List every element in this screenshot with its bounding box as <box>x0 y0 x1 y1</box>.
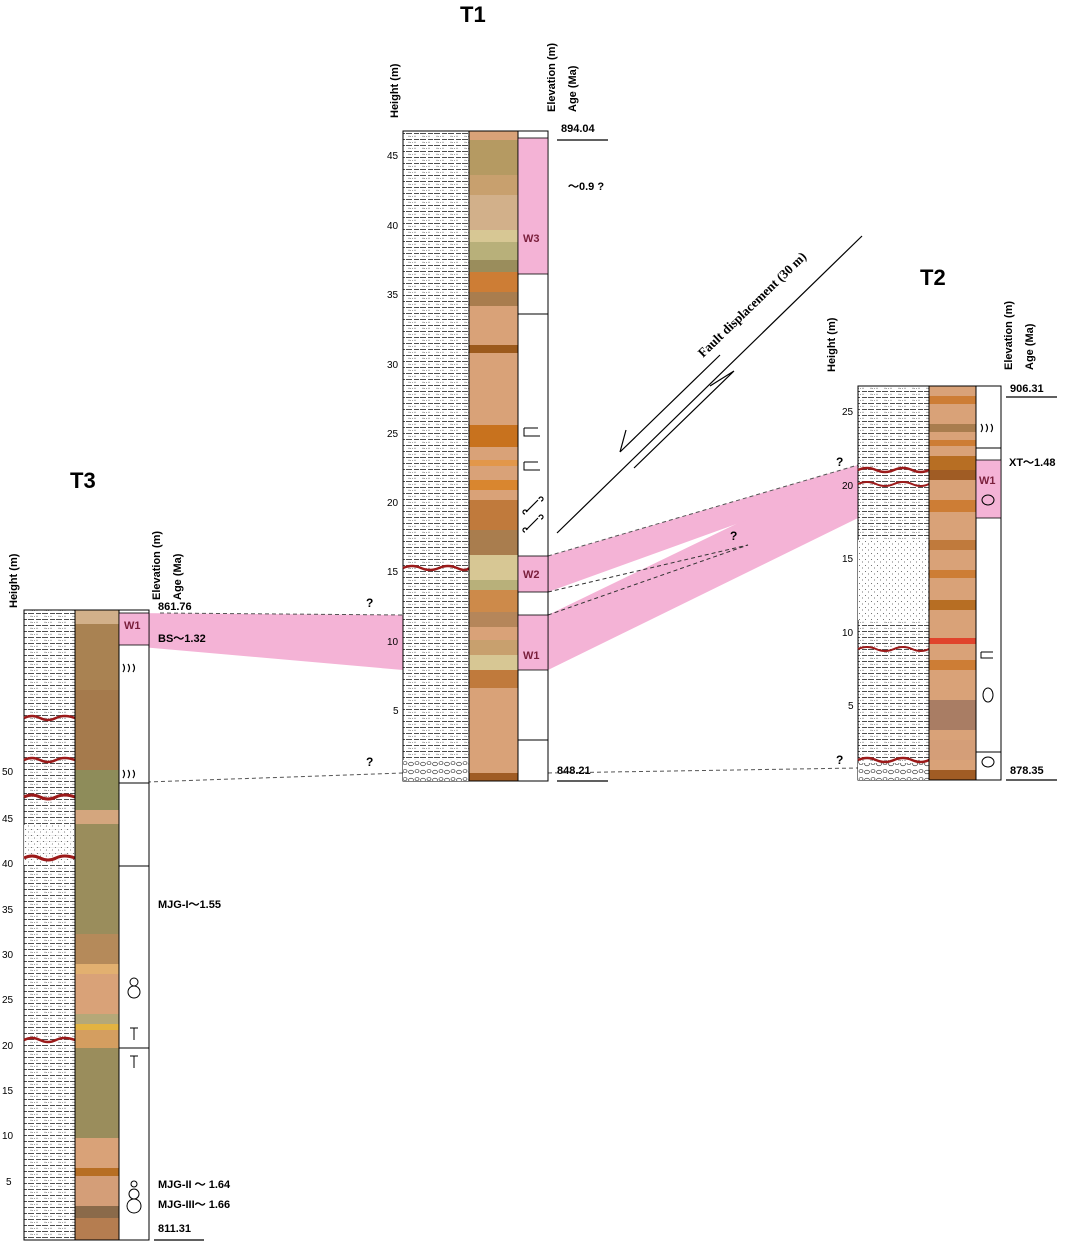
gastropod-icon-t3-b <box>126 1180 142 1214</box>
section-title-t3: T3 <box>70 468 96 493</box>
age-note-t1: ～0.9 ? <box>568 181 604 193</box>
gastropod-icon-t2-b <box>982 687 994 703</box>
section-t3: T3 Height (m) Elevation (m) Age (Ma) <box>2 468 231 1241</box>
age-note-mjg-iii: MJG-III～ 1.66 <box>158 1199 230 1211</box>
bone-icon-t3-b <box>130 1055 138 1068</box>
age-axis-label-t3: Age (Ma) <box>172 553 184 600</box>
section-t2: T2 Height (m) Elevation (m) Age (Ma) <box>826 265 1057 781</box>
color-column-t3 <box>74 609 120 1241</box>
svg-text:5: 5 <box>848 701 854 712</box>
svg-text:5: 5 <box>6 1177 12 1188</box>
lithology-column-t3 <box>23 609 76 1241</box>
age-axis-label-t2: Age (Ma) <box>1024 323 1036 370</box>
bone-icon-t1-d <box>522 514 544 533</box>
elevation-axis-label-t3: Elevation (m) <box>151 531 163 600</box>
band-w2-t1-t2 <box>548 465 858 592</box>
bone-icon-t2 <box>980 651 993 659</box>
bottom-elevation-t2: 878.35 <box>1010 765 1044 777</box>
section-title-t1: T1 <box>460 2 486 27</box>
svg-text:45: 45 <box>2 814 14 825</box>
svg-text:5: 5 <box>393 706 399 717</box>
question-mark-t1-top: ? <box>366 596 373 610</box>
bioturbation-icon-t2 <box>980 423 994 433</box>
question-mark-t2-bottom: ? <box>836 753 843 767</box>
height-ticks-t2: 5 10 15 20 25 <box>842 407 854 712</box>
bone-icon-t1-a <box>523 427 540 437</box>
svg-text:40: 40 <box>2 859 14 870</box>
bone-icon-t1-b <box>523 461 540 471</box>
lithology-column-t1 <box>402 130 470 782</box>
age-note-mjg-ii: MJG-II ～ 1.64 <box>158 1179 231 1191</box>
top-elevation-t3: 861.76 <box>158 601 192 613</box>
height-ticks-t3: 5 10 15 20 25 30 35 40 45 50 <box>2 767 14 1188</box>
age-axis-label-t1: Age (Ma) <box>567 65 579 112</box>
bone-icon-t3-a <box>130 1027 138 1040</box>
zone-label-w3-t1: W3 <box>523 233 540 245</box>
svg-text:10: 10 <box>387 637 399 648</box>
svg-text:25: 25 <box>2 995 14 1006</box>
height-ticks-t1: 5 10 15 20 25 30 35 40 45 <box>387 151 399 717</box>
top-elevation-t2: 906.31 <box>1010 383 1044 395</box>
question-mark-fault: ? <box>730 529 737 543</box>
band-w1-t3-t1 <box>119 613 403 670</box>
svg-text:40: 40 <box>387 221 399 232</box>
svg-text:35: 35 <box>2 905 14 916</box>
svg-text:10: 10 <box>2 1131 14 1142</box>
svg-text:25: 25 <box>387 429 399 440</box>
correlation-bands <box>118 464 859 784</box>
gastropod-icon-t2-c <box>981 756 995 768</box>
age-note-t2: XT～1.48 <box>1009 457 1055 469</box>
section-title-t2: T2 <box>920 265 946 290</box>
zone-label-w1-t3: W1 <box>124 620 141 632</box>
age-note-mjg-i: MJG-I～1.55 <box>158 899 221 911</box>
svg-text:30: 30 <box>2 950 14 961</box>
bottom-elevation-t3: 811.31 <box>158 1223 191 1235</box>
svg-text:50: 50 <box>2 767 14 778</box>
svg-text:35: 35 <box>387 290 399 301</box>
svg-text:15: 15 <box>842 554 854 565</box>
bioturbation-icon-t3-a <box>122 663 136 673</box>
color-column-t2 <box>928 385 977 781</box>
question-mark-t1-bottom: ? <box>366 755 373 769</box>
top-elevation-t1: 894.04 <box>561 123 596 135</box>
svg-text:20: 20 <box>387 498 399 509</box>
zone-column-t2 <box>975 385 1002 781</box>
elevation-axis-label-t1: Elevation (m) <box>546 43 558 112</box>
zone-w1-box-t3 <box>118 612 150 646</box>
svg-text:20: 20 <box>842 481 854 492</box>
zone-label-w1-t1: W1 <box>523 650 540 662</box>
section-t1: T1 Height (m) Elevation (m) Age (Ma) <box>366 2 608 782</box>
zone-w1-box-t1 <box>517 614 549 671</box>
bottom-elevation-t1: 848.21 <box>557 765 591 777</box>
svg-text:30: 30 <box>387 360 399 371</box>
zone-w2-box-t1 <box>517 555 549 593</box>
bioturbation-icon-t3-b <box>122 769 136 779</box>
bone-icon-t1-c <box>522 496 544 515</box>
zone-w3-box-t1 <box>517 137 549 275</box>
zone-label-w1-t2: W1 <box>979 475 996 487</box>
height-axis-label-t3: Height (m) <box>8 553 20 608</box>
zone-w1-box-t2 <box>975 459 1002 519</box>
svg-text:15: 15 <box>2 1086 14 1097</box>
svg-text:45: 45 <box>387 151 399 162</box>
svg-text:10: 10 <box>842 628 854 639</box>
elevation-axis-label-t2: Elevation (m) <box>1003 301 1015 370</box>
band-w1-t1-t2 <box>548 465 858 670</box>
height-axis-label-t1: Height (m) <box>389 63 401 118</box>
svg-text:20: 20 <box>2 1041 14 1052</box>
zone-label-w2-t1: W2 <box>523 569 540 581</box>
zone-column-t3 <box>118 609 150 1241</box>
svg-text:25: 25 <box>842 407 854 418</box>
gastropod-icon-t3-a <box>127 977 141 999</box>
height-axis-label-t2: Height (m) <box>826 317 838 372</box>
age-note-bs: BS～1.32 <box>158 633 206 645</box>
svg-text:15: 15 <box>387 567 399 578</box>
gastropod-icon-t2-a <box>981 494 995 506</box>
color-column-t1 <box>468 130 519 782</box>
question-mark-t2-top: ? <box>836 455 843 469</box>
